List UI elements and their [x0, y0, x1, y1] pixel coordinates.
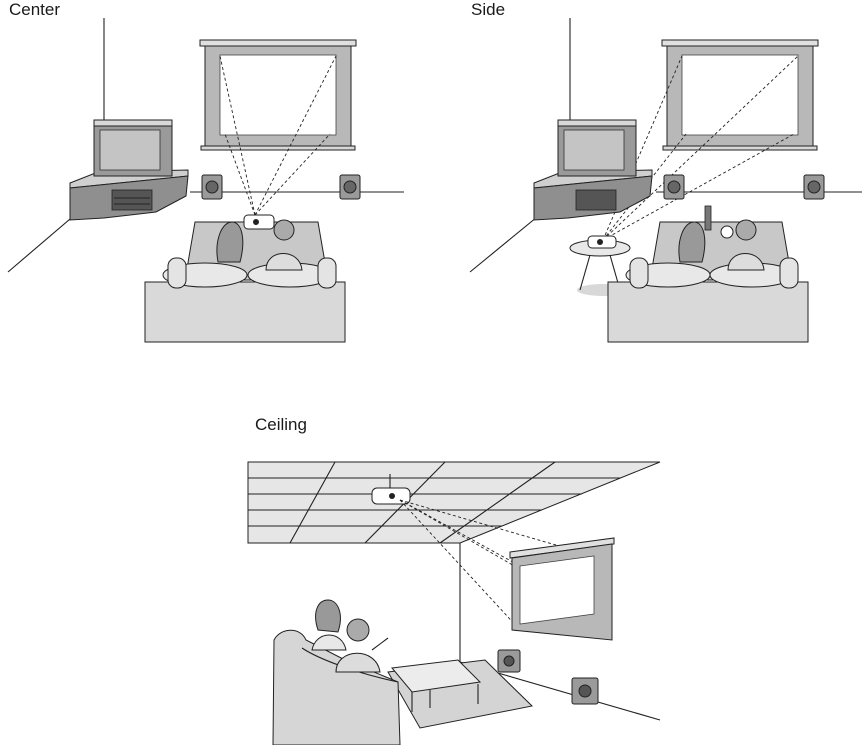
sofa — [608, 222, 808, 342]
tv-cabinet — [70, 170, 188, 220]
projector-side — [588, 236, 616, 248]
projection-screen — [510, 538, 614, 640]
projection-screen — [200, 40, 356, 150]
ceiling-illustration — [248, 462, 660, 745]
projection-screen — [662, 40, 818, 150]
person-woman — [312, 600, 346, 650]
speaker-left — [202, 175, 222, 199]
projector-center — [244, 215, 274, 229]
sofa — [145, 222, 345, 342]
speaker-right — [572, 678, 598, 704]
side-illustration — [470, 18, 862, 342]
television — [94, 120, 172, 176]
tv-cabinet — [534, 170, 652, 220]
speaker-left — [498, 650, 520, 672]
speaker-right — [340, 175, 360, 199]
speaker-left — [664, 175, 684, 199]
speaker-right — [804, 175, 824, 199]
center-illustration — [8, 18, 404, 342]
television — [558, 120, 636, 176]
